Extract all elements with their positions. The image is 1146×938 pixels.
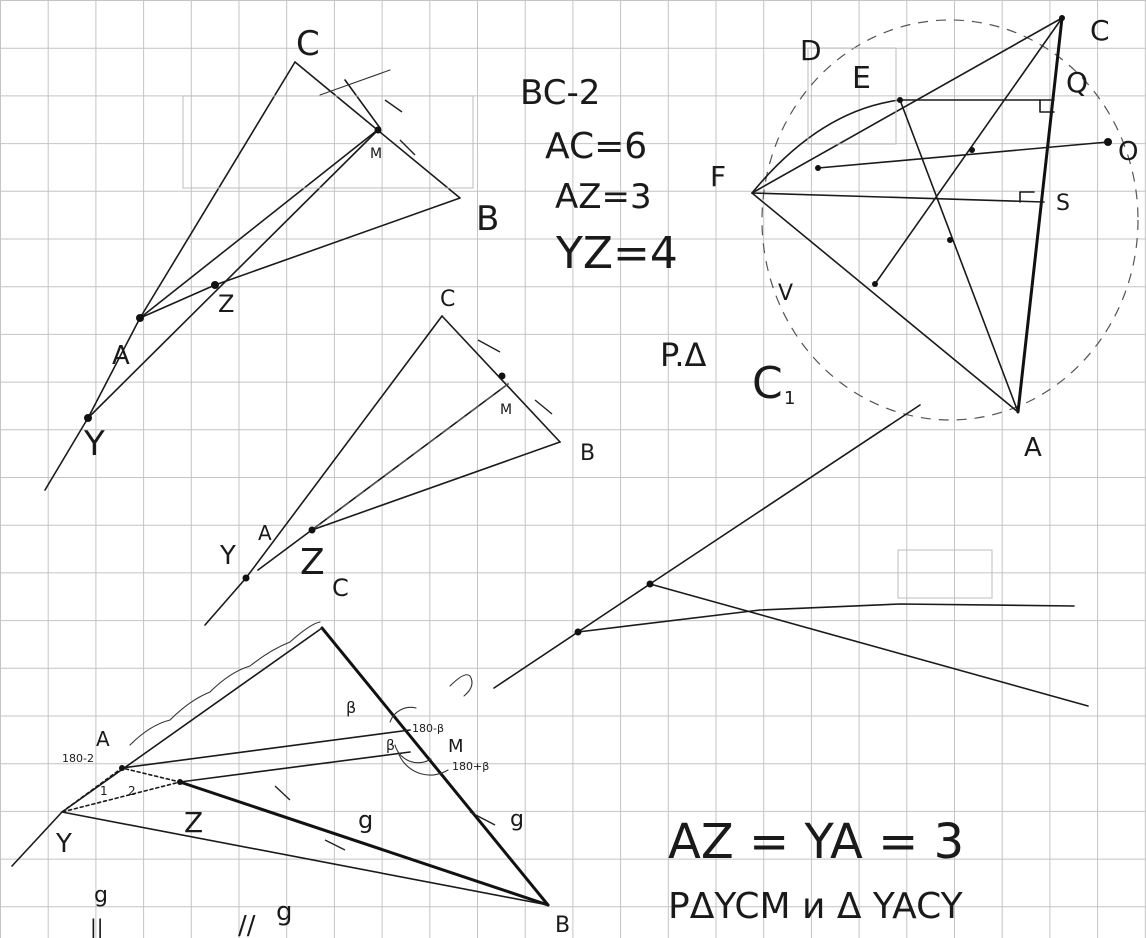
- fig2-label-z: Z: [300, 542, 325, 583]
- fig3-parallel-2: //: [238, 911, 256, 938]
- note-rd: P.Δ: [660, 336, 706, 374]
- fig3-label-g-3: g: [94, 883, 108, 908]
- fig3-label-g-4: g: [276, 897, 293, 927]
- note-az: AZ=3: [555, 177, 652, 217]
- fig3-label-c: C: [332, 574, 349, 602]
- fig4-label-q: Q: [1066, 66, 1088, 99]
- fig3-label-m: M: [448, 736, 464, 757]
- figure-5: [493, 404, 1089, 707]
- fig3-angle-180-minus-beta: 180-β: [412, 722, 444, 735]
- fig4-label-c: C: [1090, 14, 1110, 47]
- fig1-label-m: M: [370, 146, 382, 162]
- note-ac: AC=6: [545, 126, 647, 167]
- fig2-label-c: C: [440, 287, 455, 312]
- fig3-label-two: 2: [128, 784, 136, 798]
- fig4-label-e: E: [852, 61, 871, 96]
- equation-2: PΔYCM и Δ YACY: [668, 886, 964, 927]
- fig3-label-z: Z: [184, 806, 203, 839]
- note-c1-sub: 1: [784, 388, 795, 409]
- fig3-label-a: A: [96, 727, 110, 751]
- fig2-label-a: A: [258, 521, 272, 545]
- fig3-beta-2: β: [386, 738, 395, 754]
- fig1-label-b: B: [476, 199, 499, 239]
- equation-1: AZ = YA = 3: [668, 814, 964, 870]
- note-yz: YZ=4: [555, 228, 678, 279]
- fig1-label-a: A: [112, 341, 130, 371]
- fig2-label-m: M: [500, 402, 512, 418]
- fig3-label-y: Y: [55, 829, 72, 859]
- fig1-label-z: Z: [218, 290, 234, 318]
- fig3-label-g-2: g: [510, 807, 524, 832]
- fig4-label-v: V: [778, 281, 793, 306]
- figure-2: C M B A Y Z: [204, 287, 595, 626]
- fig1-label-c: C: [296, 24, 320, 64]
- middle-notes: P.Δ C 1: [660, 336, 795, 409]
- note-bc: BC-2: [520, 73, 600, 113]
- fig4-label-a: A: [1024, 433, 1042, 463]
- fig3-angle-180-plus-beta: 180+β: [452, 760, 489, 773]
- figure-3: C A Z Y M B β β 180-β 180+β 180-2 1 2 g …: [11, 574, 570, 938]
- fig2-label-b: B: [580, 441, 595, 466]
- figure-4: D E C Q F S O A V: [710, 14, 1139, 463]
- given-lengths: BC-2 AC=6 AZ=3 YZ=4: [520, 73, 678, 279]
- figure-1: C M B Z A Y: [44, 24, 499, 491]
- fig3-label-one: 1: [100, 784, 108, 798]
- fig4-label-f: F: [710, 160, 726, 193]
- fig3-label-b: B: [555, 913, 570, 938]
- fig4-label-o: O: [1118, 137, 1138, 167]
- fig4-label-s: S: [1056, 191, 1070, 216]
- fig4-label-d: D: [800, 34, 822, 67]
- conclusions: AZ = YA = 3 PΔYCM и Δ YACY: [668, 814, 964, 927]
- fig3-label-g-1: g: [358, 806, 373, 834]
- note-c1: C: [752, 358, 783, 409]
- fig3-beta-1: β: [346, 698, 356, 717]
- fig3-angle-180-minus-2: 180-2: [62, 752, 94, 765]
- fig1-label-y: Y: [83, 424, 105, 464]
- fig2-label-y: Y: [219, 541, 236, 571]
- fig3-parallel-1: ||: [90, 915, 103, 938]
